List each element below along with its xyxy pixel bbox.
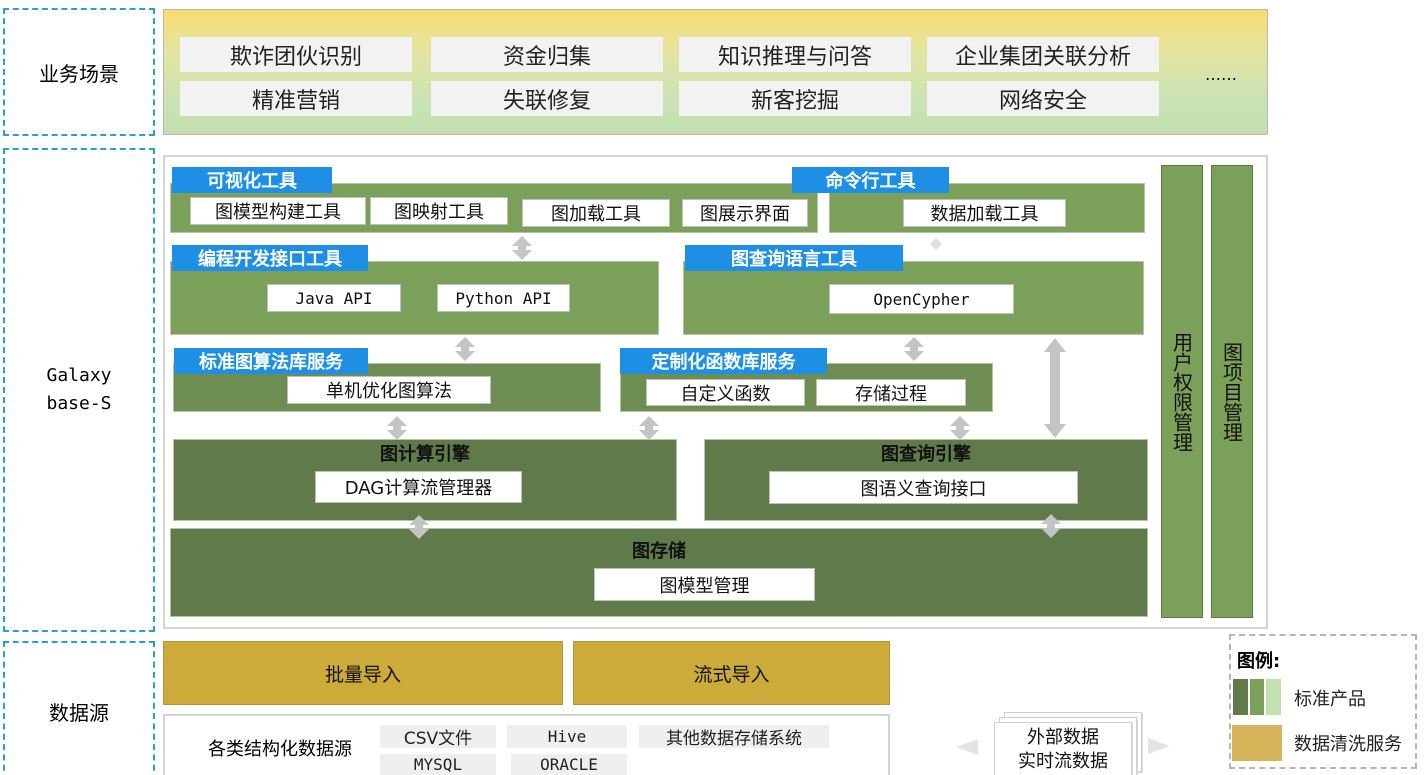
func-lib-tag: 定制化函数库服务 <box>620 348 827 374</box>
layer-label-source: 数据源 <box>3 641 155 775</box>
visual-tools-tag: 可视化工具 <box>172 167 332 193</box>
legend-swatch-standard <box>1232 678 1283 716</box>
func-item: 存储过程 <box>816 379 966 406</box>
business-item: 欺诈团伙识别 <box>180 37 412 72</box>
prog-tools-panel <box>170 261 659 335</box>
cli-tools-tag: 命令行工具 <box>792 167 949 193</box>
business-scenarios-panel <box>163 9 1268 135</box>
legend-swatch-cleaning <box>1232 725 1282 761</box>
legend-label-standard: 标准产品 <box>1294 689 1366 710</box>
legend-swatch-light <box>1265 678 1283 716</box>
source-item: CSV文件 <box>380 725 496 749</box>
visual-tool-item: 图展示界面 <box>682 199 808 227</box>
graph-project-mgmt: 图项目管理 <box>1211 165 1253 618</box>
source-item: MYSQL <box>380 754 496 775</box>
graph-model-mgmt-box: 图模型管理 <box>594 568 815 601</box>
legend-label-cleaning: 数据清洗服务 <box>1294 734 1402 755</box>
visual-tool-item: 图映射工具 <box>370 197 508 225</box>
dag-manager-box: DAG计算流管理器 <box>315 471 522 503</box>
visual-tool-item: 图模型构建工具 <box>190 197 366 225</box>
layer-label-business: 业务场景 <box>3 8 155 136</box>
left-chevron-icon <box>956 739 978 755</box>
business-item: 资金归集 <box>431 37 663 72</box>
visual-tool-item: 图加载工具 <box>522 199 670 227</box>
legend-swatch-dark <box>1232 678 1249 716</box>
query-lang-tag: 图查询语言工具 <box>685 245 903 271</box>
external-data-card: 外部数据 实时流数据 <box>994 722 1132 775</box>
legend-title: 图例: <box>1237 651 1281 672</box>
algo-lib-tag: 标准图算法库服务 <box>174 348 368 374</box>
business-item: 企业集团关联分析 <box>927 37 1159 72</box>
opencypher-box: OpenCypher <box>829 284 1014 314</box>
structured-sources-label: 各类结构化数据源 <box>208 739 352 760</box>
graph-storage-title: 图存储 <box>632 541 686 562</box>
business-item: 新客挖掘 <box>679 81 911 116</box>
algo-item: 单机优化图算法 <box>287 376 491 404</box>
layer-label-core: Galaxy base-S <box>3 148 155 632</box>
business-item: 失联修复 <box>431 81 663 116</box>
user-permission-mgmt: 用户权限管理 <box>1161 165 1203 618</box>
python-api-box: Python API <box>437 284 570 312</box>
cli-tool-item: 数据加载工具 <box>903 199 1066 227</box>
batch-import-bar: 批量导入 <box>163 641 563 705</box>
semantic-query-box: 图语义查询接口 <box>769 471 1078 504</box>
legend-swatch-mid <box>1248 678 1266 716</box>
business-item: 精准营销 <box>180 81 412 116</box>
external-data-line1: 外部数据 <box>1027 726 1099 748</box>
business-item: 网络安全 <box>927 81 1159 116</box>
source-item: 其他数据存储系统 <box>639 725 829 749</box>
stream-import-bar: 流式导入 <box>573 641 890 705</box>
business-item: 知识推理与问答 <box>679 37 911 72</box>
java-api-box: Java API <box>267 284 401 312</box>
external-data-line2: 实时流数据 <box>1018 750 1108 772</box>
compute-engine-title: 图计算引擎 <box>380 444 470 465</box>
source-item: ORACLE <box>511 754 627 775</box>
right-chevron-icon <box>1148 738 1170 754</box>
query-engine-title: 图查询引擎 <box>881 444 971 465</box>
func-item: 自定义函数 <box>646 379 805 406</box>
prog-tools-tag: 编程开发接口工具 <box>172 245 368 271</box>
source-item: Hive <box>507 725 627 748</box>
business-more-ellipsis: …… <box>1205 64 1237 84</box>
